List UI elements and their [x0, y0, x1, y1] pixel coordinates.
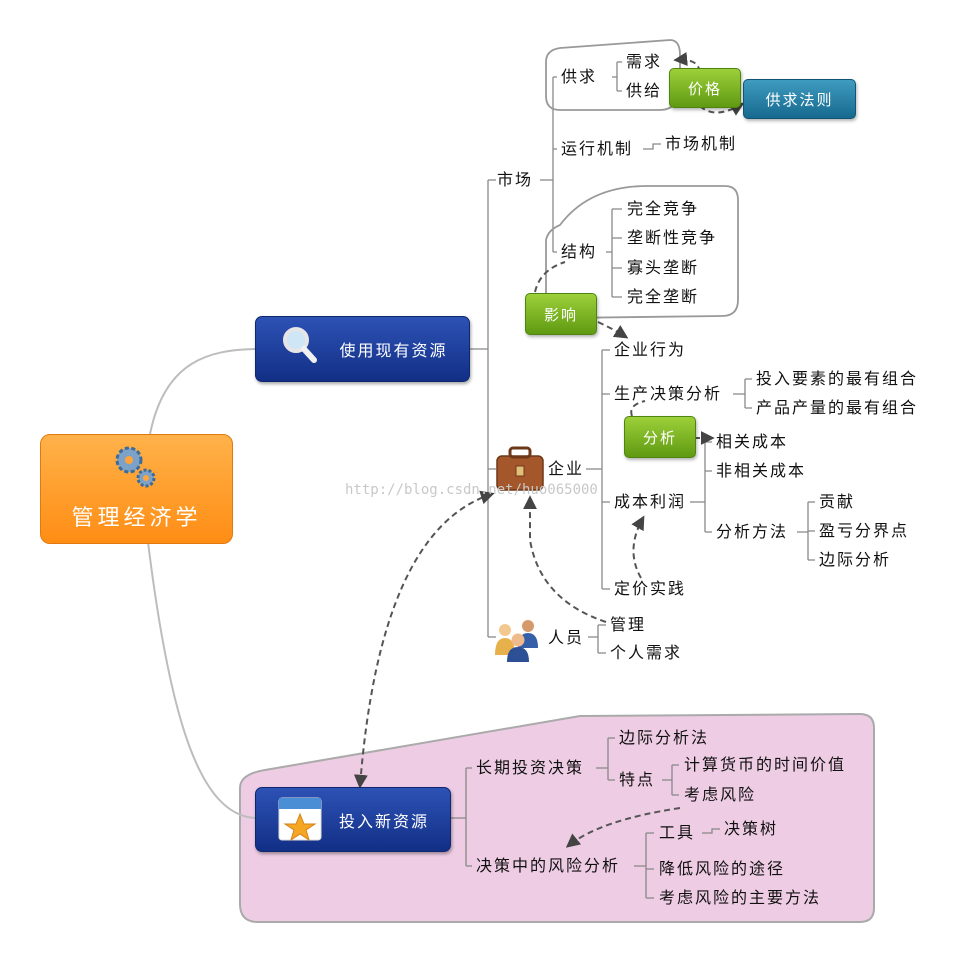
- method-tree: [797, 501, 815, 561]
- cost-profit-node[interactable]: 成本利润: [614, 492, 687, 511]
- root-node[interactable]: 管理经济学: [40, 434, 233, 544]
- enterprise-to-investment-arrow: [353, 490, 495, 789]
- structure-boundary: [545, 185, 739, 319]
- risk-consider-arrow: [565, 807, 681, 848]
- monopolistic-competition-node[interactable]: 垄断性竞争: [627, 228, 718, 247]
- time-value-node[interactable]: 计算货币的时间价值: [684, 755, 847, 774]
- tools-link: [702, 828, 720, 834]
- relevant-cost-node[interactable]: 相关成本: [716, 432, 789, 451]
- pricing-to-cost-arrow: [631, 515, 645, 579]
- price-callout[interactable]: 价格: [669, 68, 741, 108]
- supply-node[interactable]: 供给: [626, 81, 663, 100]
- tools-node[interactable]: 工具: [659, 823, 696, 842]
- analysis-callout[interactable]: 分析: [624, 416, 696, 458]
- root-to-branch1-link: [149, 348, 256, 435]
- watermark: http://blog.csdn.net/huo065000: [345, 482, 598, 498]
- risk-analysis-node[interactable]: 决策中的风险分析: [476, 856, 621, 875]
- consider-risk-node[interactable]: 考虑风险: [684, 785, 757, 804]
- root-label: 管理经济学: [71, 506, 202, 531]
- long-term-investment-node[interactable]: 长期投资决策: [476, 758, 585, 777]
- people-icon: [495, 620, 538, 662]
- enterprise-node[interactable]: 企业: [548, 459, 585, 478]
- input-combination-node[interactable]: 投入要素的最有组合: [756, 369, 919, 388]
- break-even-node[interactable]: 盈亏分界点: [819, 521, 910, 540]
- market-mechanism-node[interactable]: 市场机制: [665, 134, 738, 153]
- decision-tree-node[interactable]: 决策树: [724, 819, 779, 838]
- branch-use-existing[interactable]: 使用现有资源: [255, 316, 470, 382]
- supply-demand-node[interactable]: 供求: [561, 67, 598, 86]
- supply-demand-law-callout[interactable]: 供求法则: [743, 79, 856, 119]
- management-node[interactable]: 管理: [610, 615, 647, 634]
- management-to-enterprise-arrow: [523, 495, 607, 623]
- production-decision-node[interactable]: 生产决策分析: [614, 384, 723, 403]
- influence-callout[interactable]: 影响: [525, 293, 597, 335]
- risk-methods-node[interactable]: 考虑风险的主要方法: [659, 888, 822, 907]
- features-tree: [662, 764, 679, 796]
- analysis-method-node[interactable]: 分析方法: [716, 522, 789, 541]
- influence-to-behavior-arrow: [597, 321, 629, 339]
- mechanism-link: [643, 143, 661, 150]
- supply-boundary: [545, 39, 681, 111]
- briefcase-icon: [496, 446, 544, 491]
- magnifier-icon: [283, 327, 317, 363]
- structure-node[interactable]: 结构: [561, 242, 598, 261]
- output-combination-node[interactable]: 产品产量的最有组合: [756, 398, 919, 417]
- irrelevant-cost-node[interactable]: 非相关成本: [716, 461, 807, 480]
- branch1-trunk: [469, 179, 496, 638]
- risk-tree: [634, 832, 654, 899]
- structure-tree: [606, 208, 622, 298]
- enterprise-behavior-node[interactable]: 企业行为: [614, 340, 687, 359]
- people-tree: [588, 624, 606, 654]
- analysis-to-production-arrow: [630, 400, 646, 417]
- enterprise-tree: [586, 349, 610, 590]
- features-node[interactable]: 特点: [619, 770, 656, 789]
- long-term-tree: [596, 737, 615, 781]
- pricing-practice-node[interactable]: 定价实践: [614, 579, 687, 598]
- marginal-analysis-node[interactable]: 边际分析: [819, 550, 892, 569]
- monopoly-node[interactable]: 完全垄断: [627, 287, 700, 306]
- root-to-branch2-link: [147, 541, 256, 819]
- personal-needs-node[interactable]: 个人需求: [610, 643, 683, 662]
- marginal-method-node[interactable]: 边际分析法: [619, 728, 710, 747]
- reduce-risk-node[interactable]: 降低风险的途径: [659, 859, 786, 878]
- supply-demand-tree: [612, 61, 622, 92]
- branch1-label: 使用现有资源: [339, 341, 448, 360]
- production-tree: [733, 378, 752, 409]
- contribution-node[interactable]: 贡献: [819, 492, 856, 511]
- market-node[interactable]: 市场: [497, 170, 534, 189]
- influence-to-structure-arrow: [534, 261, 566, 293]
- perfect-competition-node[interactable]: 完全竞争: [627, 199, 700, 218]
- branch2-label: 投入新资源: [338, 811, 429, 831]
- gears-icon: [115, 446, 156, 488]
- branch2-trunk: [450, 767, 472, 867]
- people-node[interactable]: 人员: [548, 628, 585, 647]
- mechanism-node[interactable]: 运行机制: [561, 139, 634, 158]
- calendar-star-icon: [278, 797, 322, 842]
- demand-node[interactable]: 需求: [626, 52, 663, 71]
- market-tree: [540, 76, 557, 253]
- oligopoly-node[interactable]: 寡头垄断: [627, 258, 700, 277]
